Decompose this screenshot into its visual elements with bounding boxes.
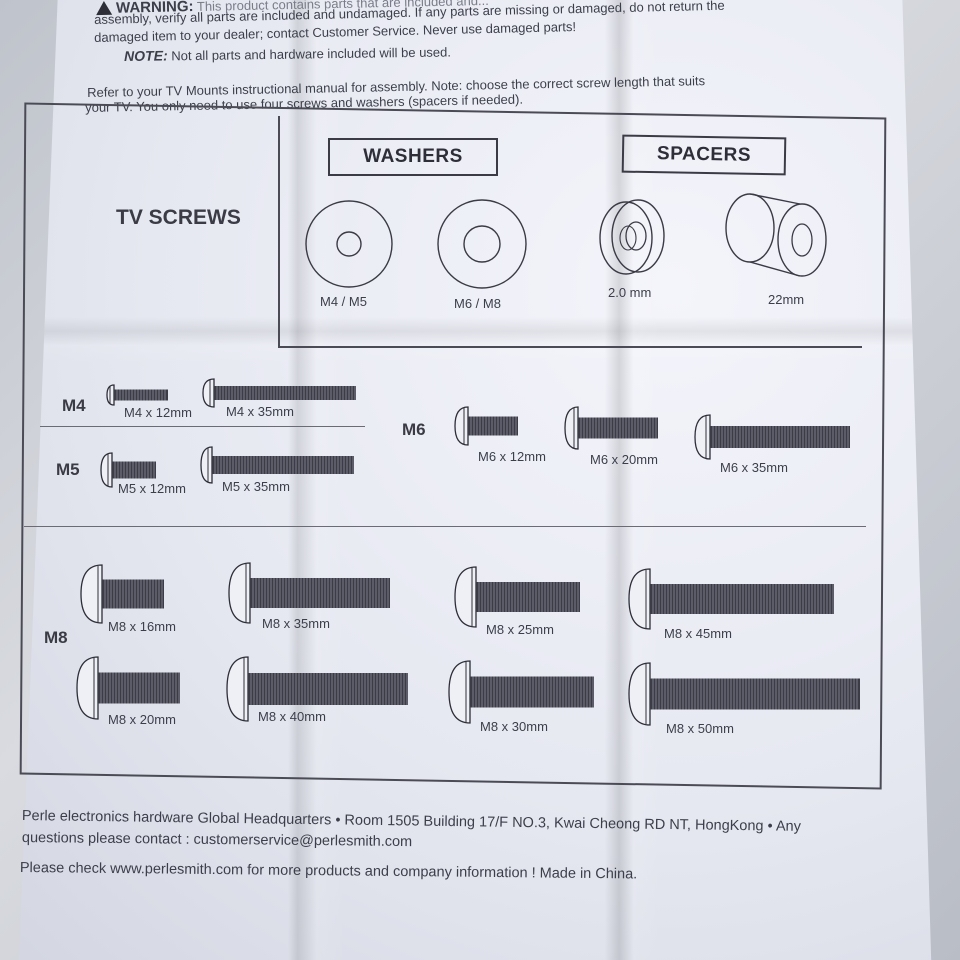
screw-m8-x-25mm-label: M8 x 25mm xyxy=(486,622,554,637)
screw-m4-x-12mm-label: M4 x 12mm xyxy=(124,405,192,420)
screw-m5-x-12mm-icon xyxy=(100,452,156,488)
screw-m8-x-16mm-label: M8 x 16mm xyxy=(108,619,176,634)
spacer-22mm-label: 22mm xyxy=(768,292,805,307)
screw-m8-x-45mm-icon xyxy=(628,568,834,630)
washers-heading: WASHERS xyxy=(328,138,498,176)
group-m5-label: M5 xyxy=(56,460,80,479)
screw-m8-x-20mm-label: M8 x 20mm xyxy=(108,712,176,727)
screw-m6-x-35mm-label: M6 x 35mm xyxy=(720,460,788,475)
screw-m4-x-12mm-icon xyxy=(106,384,168,406)
group-m6-label: M6 xyxy=(402,420,426,439)
group-m8-label: M8 xyxy=(44,628,68,647)
screw-m8-x-40mm-label: M8 x 40mm xyxy=(258,709,326,724)
washer-m4-m5-label: M4 / M5 xyxy=(320,294,367,309)
spacer-2mm-label: 2.0 mm xyxy=(608,285,652,300)
screw-m5-x-12mm-label: M5 x 12mm xyxy=(118,481,186,496)
spacer-22mm-icon xyxy=(725,193,827,277)
m4-m5-divider xyxy=(40,426,365,427)
screw-m8-x-35mm-icon xyxy=(228,562,390,624)
m8-section-divider xyxy=(24,526,866,527)
screw-m4-x-35mm-label: M4 x 35mm xyxy=(226,404,294,419)
screw-m6-x-20mm-label: M6 x 20mm xyxy=(590,452,658,467)
washer-m4-m5-icon xyxy=(305,200,393,288)
screw-m8-x-45mm-label: M8 x 45mm xyxy=(664,626,732,641)
screw-m8-x-50mm-label: M8 x 50mm xyxy=(666,721,734,736)
washer-m6-m8-label: M6 / M8 xyxy=(454,296,501,311)
screw-m5-x-35mm-icon xyxy=(200,446,354,484)
screw-m6-x-35mm-icon xyxy=(694,414,850,460)
screw-m6-x-12mm-icon xyxy=(454,406,518,446)
tv-screws-heading: TV SCREWS xyxy=(116,206,241,229)
screw-m8-x-20mm-icon xyxy=(76,656,180,720)
note-label: NOTE: xyxy=(124,47,168,64)
washers-spacers-bottom-line xyxy=(278,346,862,348)
screw-m8-x-25mm-icon xyxy=(454,566,580,628)
screw-m8-x-30mm-icon xyxy=(448,660,594,724)
screw-m8-x-30mm-label: M8 x 30mm xyxy=(480,719,548,734)
spacers-heading: SPACERS xyxy=(621,134,787,176)
spacer-2mm-icon xyxy=(599,199,665,275)
washer-m6-m8-icon xyxy=(437,199,527,289)
screw-m8-x-40mm-icon xyxy=(226,656,408,722)
screw-m6-x-12mm-label: M6 x 12mm xyxy=(478,449,546,464)
top-section-divider xyxy=(278,116,280,346)
screw-m8-x-50mm-icon xyxy=(628,662,860,726)
screw-m8-x-35mm-label: M8 x 35mm xyxy=(262,616,330,631)
screw-m8-x-16mm-icon xyxy=(80,564,164,624)
screw-m5-x-35mm-label: M5 x 35mm xyxy=(222,479,290,494)
group-m4-label: M4 xyxy=(62,396,86,415)
screw-m4-x-35mm-icon xyxy=(202,378,356,408)
screw-m6-x-20mm-icon xyxy=(564,406,658,450)
